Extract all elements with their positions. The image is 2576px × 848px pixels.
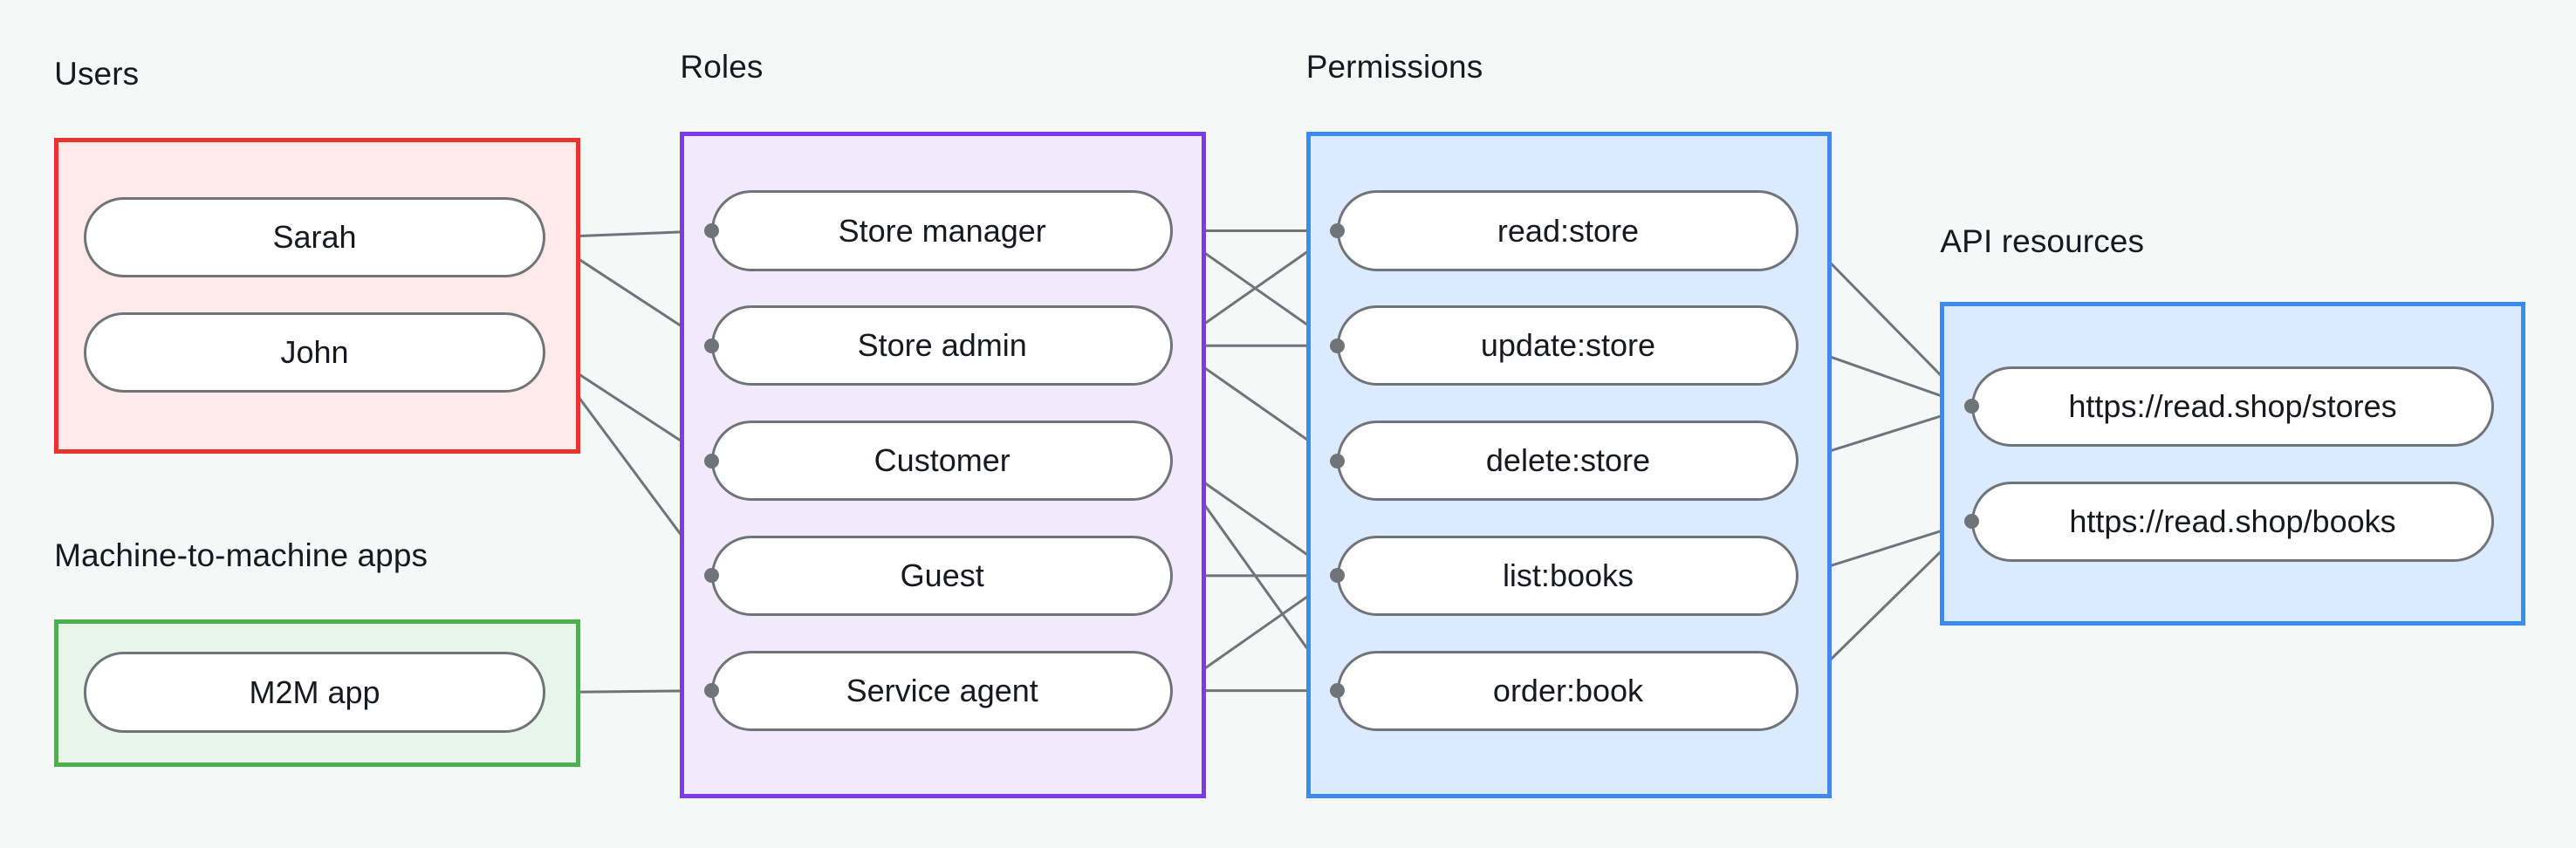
connector-dot-order-book [1329,683,1345,699]
node-order-book[interactable]: order:book [1337,650,1799,731]
connector-dot-store-manager [703,223,719,238]
node-delete-store[interactable]: delete:store [1337,420,1799,502]
connector-dot-update-store [1329,338,1345,353]
node-read-store[interactable]: read:store [1337,190,1799,271]
connector-dot-store-admin [703,338,719,353]
node-sarah[interactable]: Sarah [84,196,546,278]
node-update-store[interactable]: update:store [1337,305,1799,386]
node-m2mapp[interactable]: M2M app [84,652,546,733]
node-res-books[interactable]: https://read.shop/books [1971,481,2494,562]
connector-dot-read-store [1329,223,1345,238]
connector-dot-customer [703,453,719,468]
group-box-users [54,138,580,454]
node-guest[interactable]: Guest [711,535,1174,616]
group-title-users: Users [54,56,140,92]
group-title-m2m: Machine-to-machine apps [54,537,428,573]
group-box-api [1940,302,2525,626]
node-customer[interactable]: Customer [711,420,1174,502]
connector-dot-guest [703,568,719,584]
connector-dot-service-agent [703,683,719,699]
node-john[interactable]: John [84,311,546,393]
group-title-roles: Roles [680,49,764,85]
node-list-books[interactable]: list:books [1337,535,1799,616]
node-res-stores[interactable]: https://read.shop/stores [1971,366,2494,448]
node-store-admin[interactable]: Store admin [711,305,1174,386]
connector-dot-res-books [1963,514,1979,530]
group-title-permissions: Permissions [1305,49,1483,85]
connector-dot-delete-store [1329,453,1345,468]
group-title-api: API resources [1940,223,2145,260]
node-store-manager[interactable]: Store manager [711,190,1174,271]
node-service-agent[interactable]: Service agent [711,650,1174,731]
